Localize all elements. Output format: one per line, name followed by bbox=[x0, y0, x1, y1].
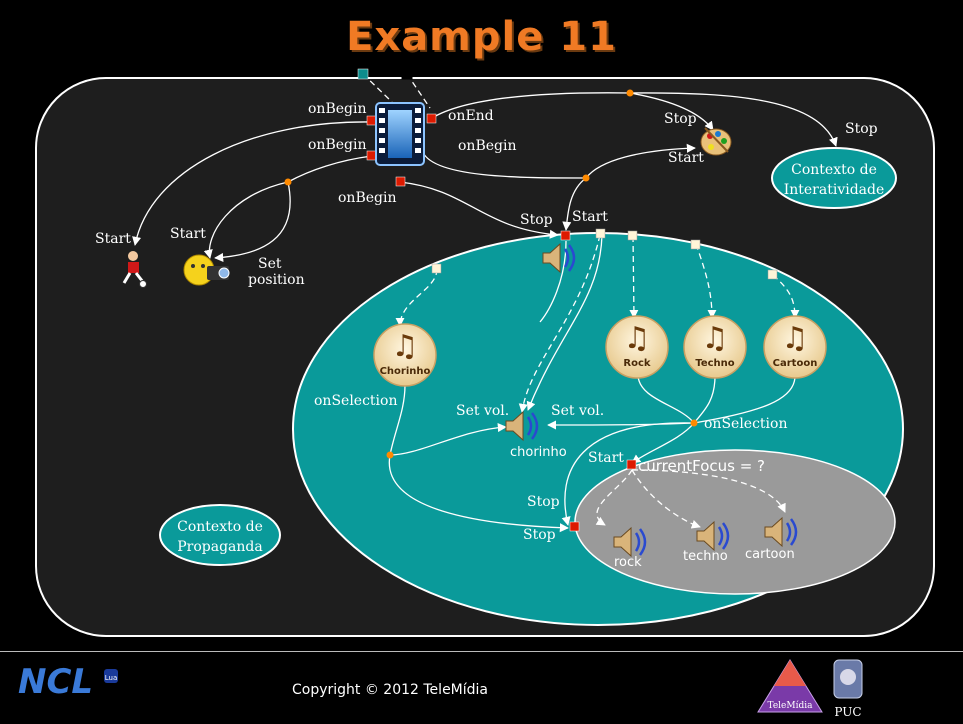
label-onbegin-2: onBegin bbox=[308, 137, 366, 153]
telemidia-logo: TeleMídia bbox=[757, 659, 823, 713]
label-set-position-2: position bbox=[248, 272, 305, 288]
camera-icon[interactable] bbox=[183, 254, 230, 286]
label-audio-techno: techno bbox=[683, 549, 728, 564]
svg-text:NCL: NCL bbox=[18, 662, 93, 702]
music-note-icon: ♫ bbox=[702, 321, 729, 356]
speaker-icon[interactable] bbox=[542, 242, 576, 274]
cartoon-speaker-icon[interactable] bbox=[764, 516, 798, 548]
svg-text:Cartoon: Cartoon bbox=[773, 358, 818, 369]
label-onbegin-1: onBegin bbox=[308, 101, 366, 117]
label-start-camera: Start bbox=[170, 226, 206, 242]
cartoon-button[interactable]: ♫ Cartoon bbox=[763, 315, 827, 379]
ncl-logo: NCL Lua bbox=[18, 662, 118, 702]
label-set-vol-left: Set vol. bbox=[456, 403, 509, 419]
music-note-icon: ♫ bbox=[392, 329, 419, 364]
label-contexto-interatividade-1: Contexto de bbox=[791, 162, 877, 178]
contexto-propaganda[interactable] bbox=[159, 504, 281, 566]
label-start-audio: Start bbox=[572, 209, 608, 225]
label-contexto-propaganda-1: Contexto de bbox=[177, 519, 263, 535]
label-start-left: Start bbox=[95, 231, 131, 247]
palette-icon[interactable] bbox=[700, 127, 732, 156]
music-note-icon: ♫ bbox=[782, 321, 809, 356]
rock-button[interactable]: ♫ Rock bbox=[605, 315, 669, 379]
label-onend: onEnd bbox=[448, 108, 494, 124]
footer-divider bbox=[0, 651, 963, 652]
svg-text:TeleMídia: TeleMídia bbox=[768, 700, 814, 711]
contexto-interatividade[interactable] bbox=[771, 147, 897, 209]
techno-speaker-icon[interactable] bbox=[696, 520, 730, 552]
label-audio-chorinho: chorinho bbox=[510, 445, 567, 460]
label-current-focus: currentFocus = ? bbox=[638, 457, 765, 475]
music-note-icon: ♫ bbox=[624, 321, 651, 356]
svg-text:Lua: Lua bbox=[105, 674, 118, 682]
label-audio-rock: rock bbox=[614, 555, 642, 570]
svg-text:Techno: Techno bbox=[695, 358, 734, 369]
label-stop-b: Stop bbox=[523, 527, 556, 543]
diagram-labels: onBegin onBegin onBegin onBegin onEnd St… bbox=[95, 101, 884, 570]
label-contexto-interatividade-2: Interatividade bbox=[784, 182, 885, 198]
rock-speaker-icon[interactable] bbox=[613, 526, 647, 558]
label-audio-cartoon: cartoon bbox=[745, 547, 795, 562]
label-contexto-propaganda-2: Propaganda bbox=[177, 539, 262, 555]
label-onselection-left: onSelection bbox=[314, 393, 397, 409]
svg-text:Chorinho: Chorinho bbox=[380, 366, 431, 377]
label-stop-paint: Stop bbox=[664, 111, 697, 127]
video-icon[interactable] bbox=[375, 102, 425, 166]
label-stop-audio: Stop bbox=[520, 212, 553, 228]
soccer-icon[interactable] bbox=[122, 251, 147, 288]
puc-logo: PUC bbox=[833, 659, 863, 719]
label-start-paint: Start bbox=[668, 150, 704, 166]
slide-title: Example 11 bbox=[346, 14, 617, 60]
label-onbegin-4: onBegin bbox=[338, 190, 396, 206]
label-stop-context: Stop bbox=[845, 121, 878, 137]
svg-text:PUC: PUC bbox=[834, 705, 861, 719]
chorinho-button[interactable]: ♫ Chorinho bbox=[373, 323, 437, 387]
techno-button[interactable]: ♫ Techno bbox=[683, 315, 747, 379]
copyright: Copyright © 2012 TeleMídia bbox=[292, 682, 488, 698]
label-onselection-right: onSelection bbox=[704, 416, 787, 432]
label-start-focus: Start bbox=[588, 450, 624, 466]
chorinho-speaker-icon[interactable] bbox=[505, 410, 539, 442]
svg-text:Rock: Rock bbox=[623, 358, 650, 369]
label-onbegin-3: onBegin bbox=[458, 138, 516, 154]
links bbox=[132, 92, 838, 533]
label-set-vol-right: Set vol. bbox=[551, 403, 604, 419]
label-set-position-1: Set bbox=[258, 256, 282, 272]
label-stop-a: Stop bbox=[527, 494, 560, 510]
ports bbox=[284, 68, 778, 532]
